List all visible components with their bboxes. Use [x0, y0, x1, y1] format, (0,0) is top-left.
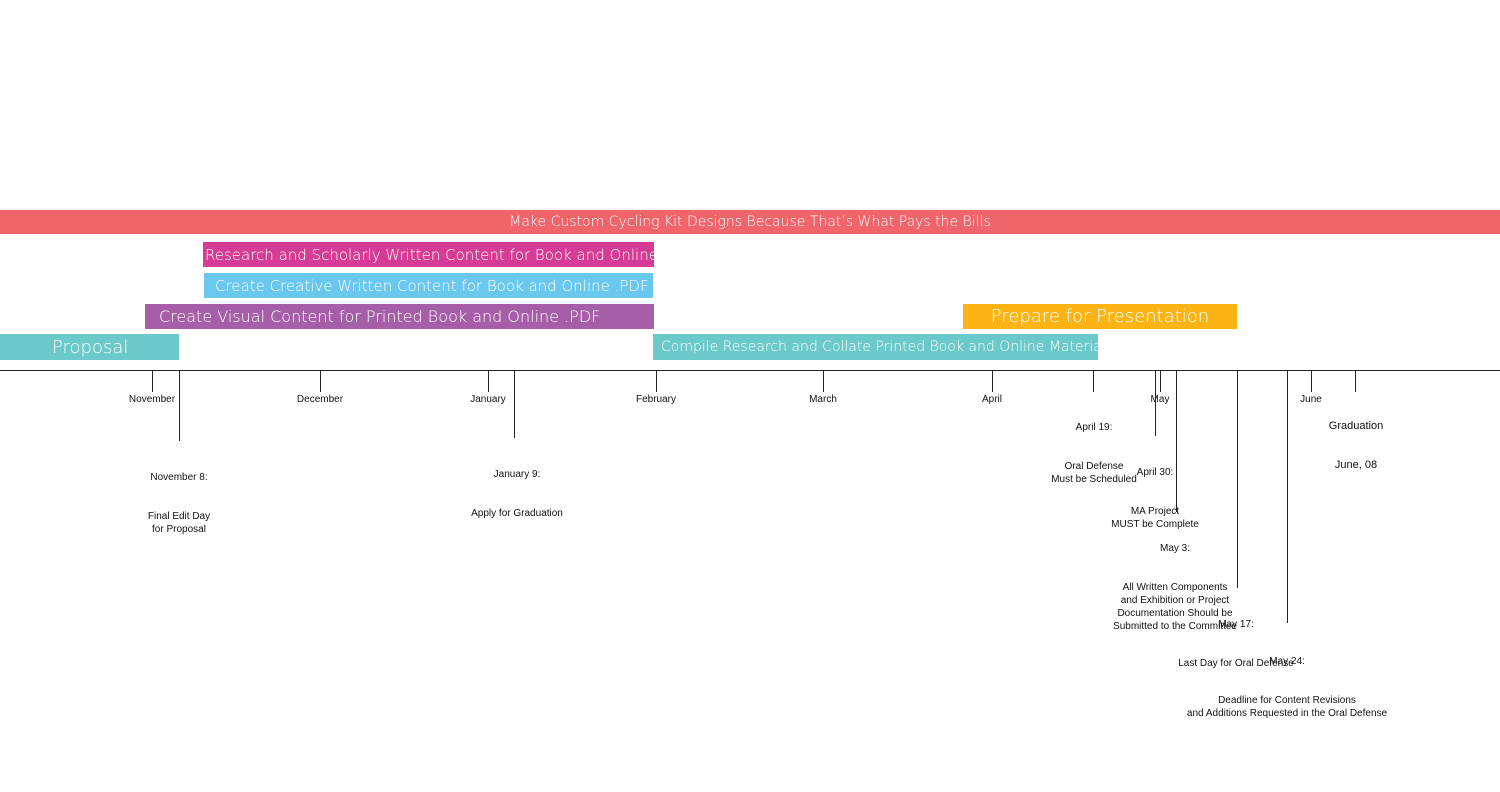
milestone-jan9-text: Apply for Graduation: [471, 508, 563, 519]
bar-visual: Create Visual Content for Printed Book a…: [145, 304, 654, 329]
milestone-may3-text: All Written Components and Exhibition or…: [1113, 582, 1237, 632]
timeline-axis: [0, 370, 1500, 371]
tick-may: [1160, 370, 1161, 392]
tick-january: [488, 370, 489, 392]
tick-november: [152, 370, 153, 392]
month-label-june: June: [1300, 394, 1322, 405]
bar-cycling-kit-label: Make Custom Cycling Kit Designs Because …: [509, 214, 991, 230]
graduation-label: Graduation June, 08: [1329, 394, 1383, 485]
bar-compile-label: Compile Research and Collate Printed Boo…: [661, 339, 1098, 355]
milestone-may24-text: Deadline for Content Revisions and Addit…: [1186, 695, 1388, 719]
month-label-april: April: [981, 394, 1003, 405]
bar-proposal: Proposal: [0, 334, 179, 360]
milestone-jan9-date: January 9:: [493, 469, 541, 480]
tick-march: [823, 370, 824, 392]
tick-june: [1311, 370, 1312, 392]
bar-compile: Compile Research and Collate Printed Boo…: [653, 334, 1098, 360]
milestone-apr30-date: April 30:: [1136, 467, 1174, 478]
milestone-apr30: April 30: MA Project MUST be Complete: [1111, 440, 1199, 544]
milestone-may17: May 17: Last Day for Oral Defense: [1178, 592, 1294, 683]
graduation-date: June, 08: [1334, 459, 1378, 471]
milestone-may3: May 3: All Written Components and Exhibi…: [1113, 516, 1237, 646]
bar-cycling-kit: Make Custom Cycling Kit Designs Because …: [0, 210, 1500, 234]
milestone-line-apr19: [1093, 370, 1094, 392]
bar-creative: Create Creative Written Content for Book…: [204, 273, 653, 298]
bar-research: Research and Scholarly Written Content f…: [203, 242, 654, 267]
tick-april: [992, 370, 993, 392]
graduation-title: Graduation: [1328, 420, 1384, 432]
milestone-apr19: April 19: Oral Defense Must be Scheduled: [1051, 395, 1137, 499]
milestone-apr19-date: April 19:: [1075, 422, 1113, 433]
milestone-apr19-text: Oral Defense Must be Scheduled: [1051, 461, 1137, 485]
milestone-line-nov8: [179, 370, 180, 441]
milestone-line-may24: [1287, 370, 1288, 623]
bar-presentation: Prepare for Presentation: [963, 304, 1237, 329]
bar-presentation-label: Prepare for Presentation: [990, 306, 1210, 327]
month-label-february: February: [635, 394, 677, 405]
bar-creative-label: Create Creative Written Content for Book…: [215, 276, 649, 295]
milestone-may17-date: May 17:: [1218, 619, 1254, 630]
month-label-march: March: [809, 394, 837, 405]
bar-research-label: Research and Scholarly Written Content f…: [205, 245, 654, 264]
month-label-november: November: [128, 394, 176, 405]
milestone-nov8-text: Final Edit Day for Proposal: [147, 511, 211, 535]
month-label-december: December: [296, 394, 344, 405]
milestone-line-jan9: [514, 370, 515, 438]
milestone-apr30-text: MA Project MUST be Complete: [1111, 506, 1199, 530]
milestone-line-graduation: [1355, 370, 1356, 392]
bar-proposal-label: Proposal: [52, 336, 129, 358]
milestone-line-may17: [1237, 370, 1238, 588]
month-label-may: May: [1150, 394, 1170, 405]
milestone-nov8: November 8: Final Edit Day for Proposal: [148, 445, 210, 549]
milestone-line-apr30: [1155, 370, 1156, 436]
tick-february: [656, 370, 657, 392]
milestone-may24-date: May 24:: [1269, 656, 1305, 667]
milestone-may3-date: May 3:: [1159, 543, 1191, 554]
month-label-january: January: [470, 394, 506, 405]
milestone-line-may3: [1176, 370, 1177, 512]
milestone-jan9: January 9: Apply for Graduation: [471, 442, 563, 533]
tick-december: [320, 370, 321, 392]
bar-visual-label: Create Visual Content for Printed Book a…: [159, 307, 601, 326]
milestone-may17-text: Last Day for Oral Defense: [1178, 658, 1294, 669]
milestone-nov8-date: November 8:: [150, 472, 208, 483]
milestone-may24: May 24: Deadline for Content Revisions a…: [1187, 629, 1387, 733]
